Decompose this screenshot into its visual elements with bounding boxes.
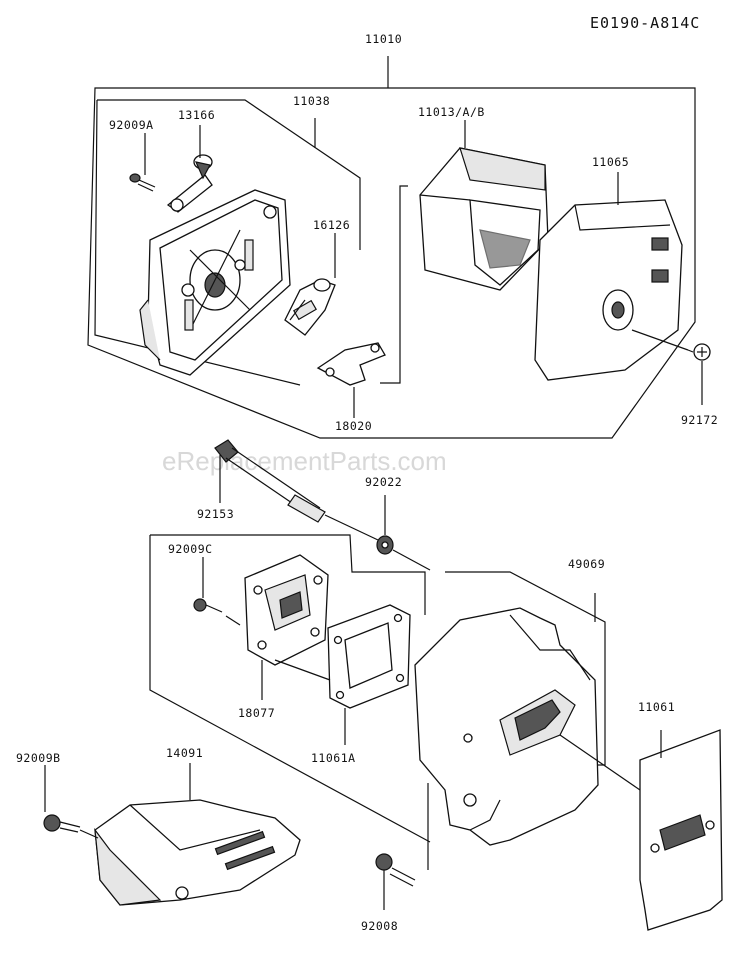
label-49069: 49069 [568, 557, 605, 571]
label-92153: 92153 [197, 507, 234, 521]
gasket-11061a [274, 604, 411, 745]
label-92009c: 92009C [168, 542, 213, 556]
label-11013ab: 11013/A/B [418, 105, 485, 119]
choke-lever [166, 154, 213, 213]
washer-92022 [376, 495, 431, 571]
air-cleaner-case [139, 189, 291, 376]
screw-92172 [631, 329, 711, 361]
label-92009a: 92009A [109, 118, 154, 132]
plate-18077 [244, 554, 329, 700]
label-92009b: 92009B [16, 751, 61, 765]
air-cleaner-cover [534, 199, 683, 381]
air-cleaner-case-frame [94, 99, 361, 386]
label-13166: 13166 [178, 108, 215, 122]
air-filter-element [419, 147, 549, 291]
watermark: eReplacementParts.com [162, 446, 447, 476]
label-11061: 11061 [638, 700, 675, 714]
screw-92009b [43, 765, 99, 839]
screw-92009a [129, 173, 156, 192]
screw-92008 [375, 853, 416, 910]
gasket-11061 [559, 729, 723, 931]
label-92022: 92022 [365, 475, 402, 489]
label-92172: 92172 [681, 413, 718, 427]
long-bolt [214, 439, 379, 541]
label-11065: 11065 [592, 155, 629, 169]
label-18077: 18077 [238, 706, 275, 720]
choke-bracket [284, 278, 336, 336]
label-11038: 11038 [293, 94, 330, 108]
label-14091: 14091 [166, 746, 203, 760]
muffler-cover [94, 763, 301, 906]
screw-92009c [193, 557, 241, 626]
leader-lines-upper [144, 120, 703, 418]
label-92008: 92008 [361, 919, 398, 933]
label-18020: 18020 [335, 419, 372, 433]
air-cleaner-assembly-border [87, 56, 696, 439]
part-labels: 11010 92009A 13166 11038 16126 11013/A/B… [16, 32, 718, 933]
plate-18020 [316, 342, 386, 386]
label-11010: 11010 [365, 32, 402, 46]
label-11061a: 11061A [311, 751, 356, 765]
diagram-code: E0190-A814C [590, 14, 700, 32]
label-16126: 16126 [313, 218, 350, 232]
muffler [414, 593, 599, 846]
